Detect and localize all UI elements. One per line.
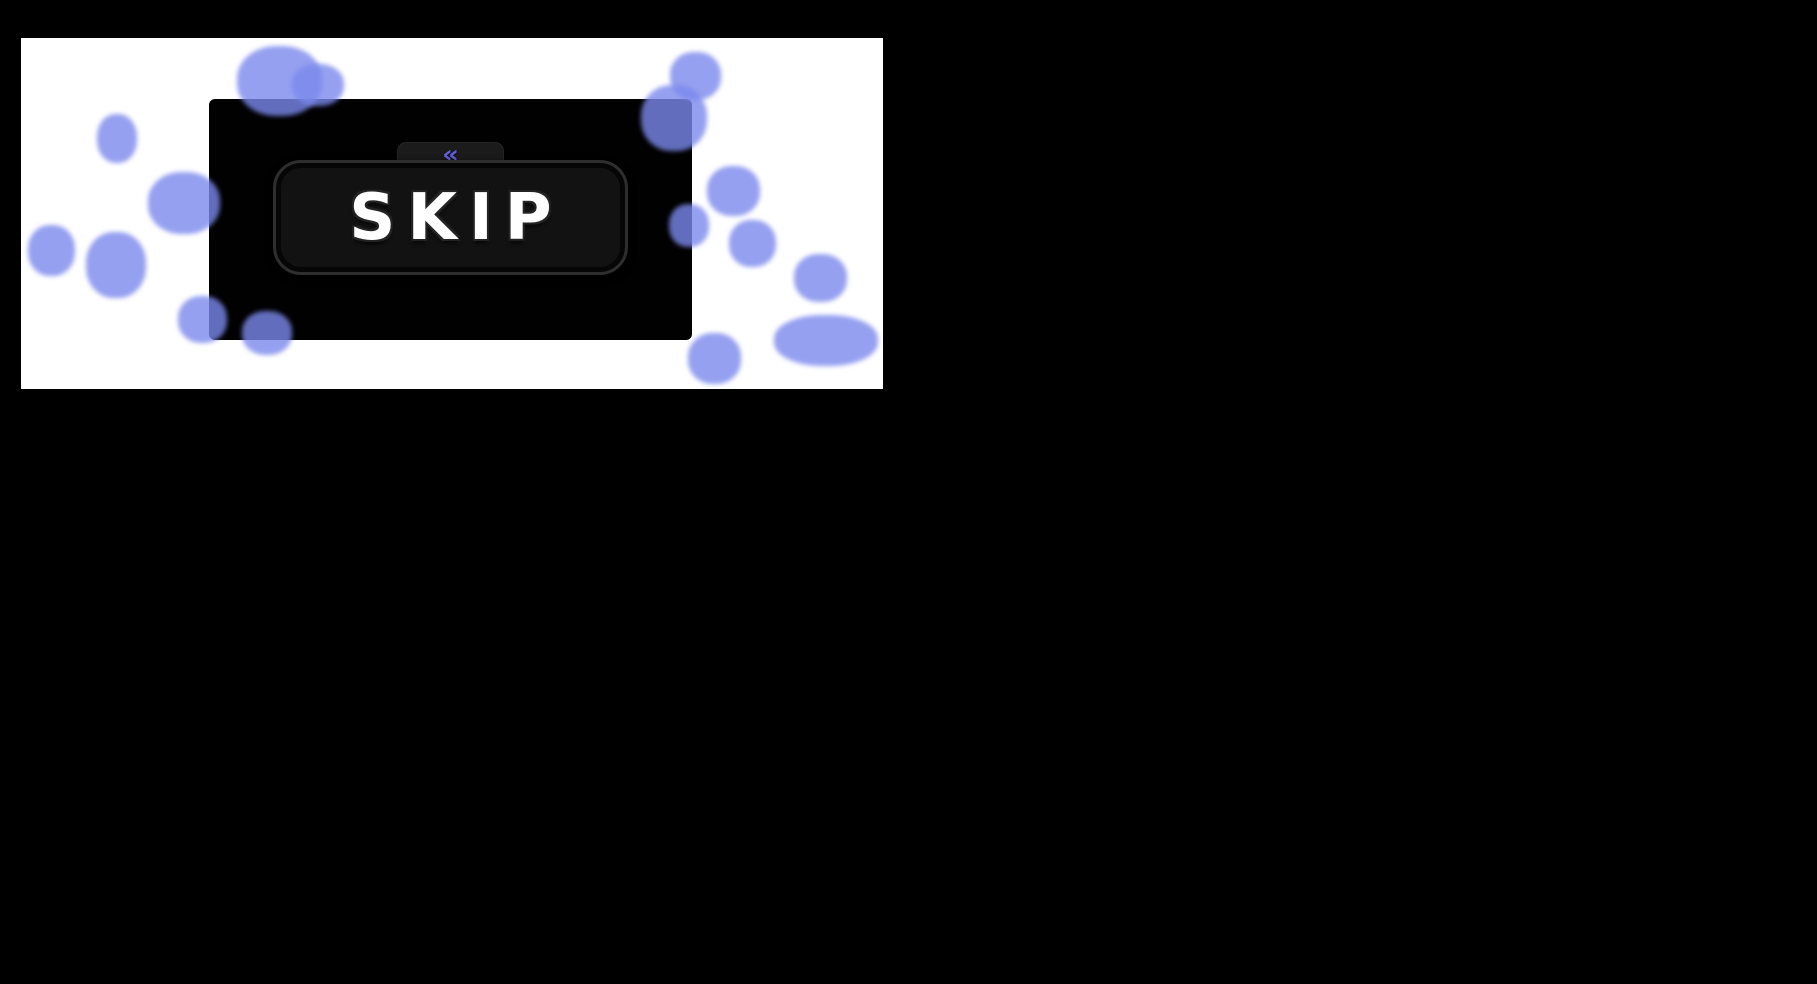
screenshot-area: « SKIP [21,38,883,389]
skip-button-label: SKIP [349,180,564,255]
skip-button[interactable]: SKIP [273,160,628,275]
skip-popup: « SKIP [209,99,692,340]
